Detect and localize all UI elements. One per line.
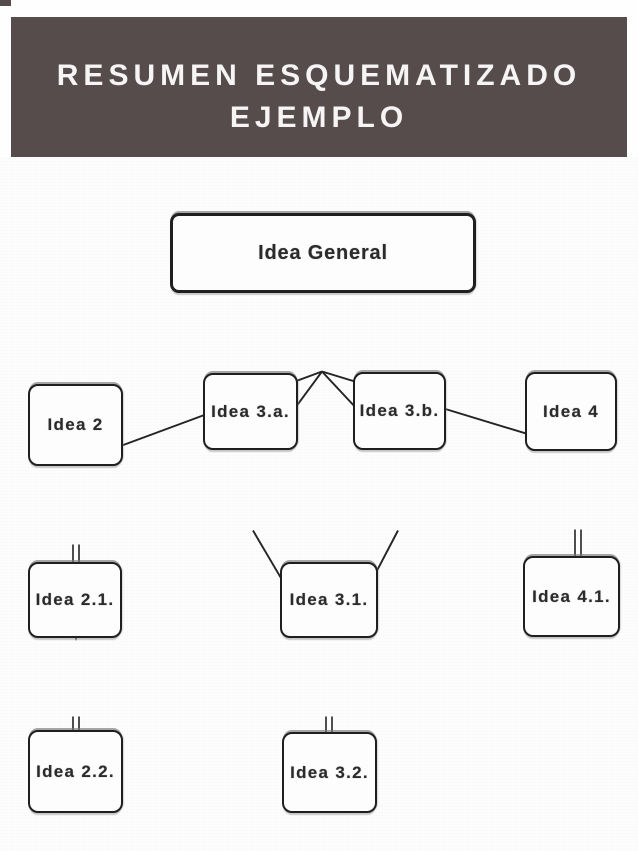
node-label: Idea 3.2.: [290, 762, 369, 782]
corner-mark: [0, 0, 11, 6]
node-label: Idea 4: [543, 401, 599, 421]
node-idea-2: Idea 2: [28, 384, 123, 466]
node-label: Idea 3.b.: [359, 401, 440, 420]
node-label: Idea 3.a.: [211, 401, 290, 421]
title-bar: RESUMEN ESQUEMATIZADO EJEMPLO: [11, 17, 627, 157]
node-idea-4: Idea 4: [525, 372, 617, 451]
node-label: Idea General: [258, 241, 388, 264]
node-idea-3-1: Idea 3.1.: [280, 562, 378, 638]
node-idea-3-2: Idea 3.2.: [282, 732, 377, 813]
node-label: Idea 3.1.: [289, 590, 369, 609]
node-idea-4-1: Idea 4.1.: [523, 556, 620, 637]
flowchart-diagram: Idea General Idea 2 Idea 3.a. Idea 3.b. …: [0, 157, 638, 851]
node-label: Idea 2.1.: [35, 590, 115, 609]
node-idea-2-1: Idea 2.1.: [28, 562, 122, 638]
node-idea-general: Idea General: [170, 213, 476, 293]
node-idea-3b: Idea 3.b.: [353, 372, 446, 450]
node-label: Idea 4.1.: [532, 586, 611, 606]
slide-title-line-1: RESUMEN ESQUEMATIZADO: [56, 59, 582, 92]
node-idea-3a: Idea 3.a.: [203, 373, 298, 450]
node-label: Idea 2.2.: [36, 761, 115, 781]
node-label: Idea 2: [47, 415, 104, 434]
node-idea-2-2: Idea 2.2.: [28, 730, 123, 813]
slide-title-line-2: EJEMPLO: [229, 101, 409, 134]
